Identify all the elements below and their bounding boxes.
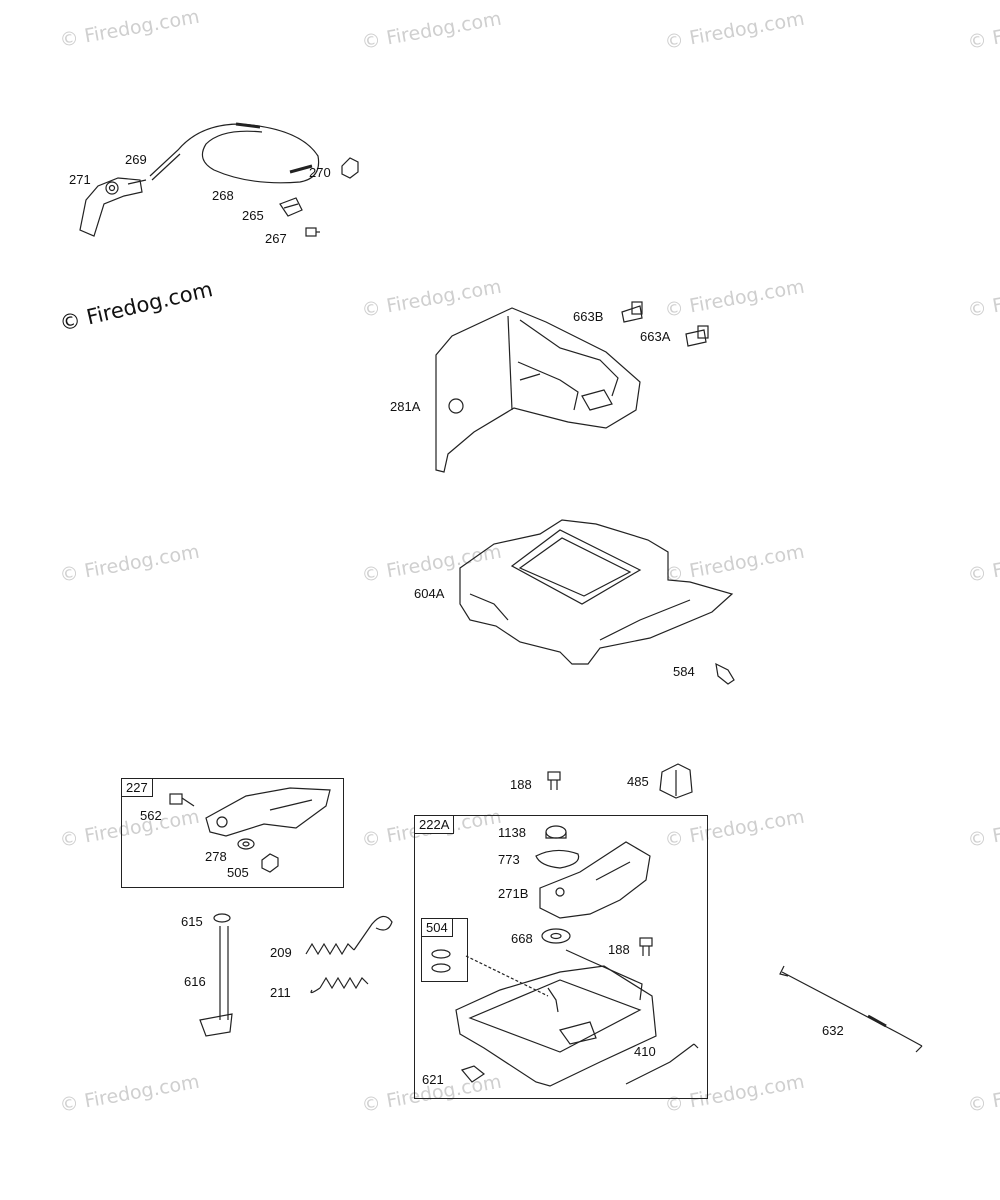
part-188-bolt-top [547,771,561,790]
part-773-washer [535,849,580,869]
label-410: 410 [634,1044,656,1059]
part-663B-bolt [621,301,643,323]
part-188-bolt-lower [639,937,653,956]
part-410-link [625,1043,699,1085]
label-485: 485 [627,774,649,789]
label-268: 268 [212,188,234,203]
label-281A: 281A [390,399,421,414]
part-584-screw [715,662,735,685]
label-663B: 663B [573,309,604,324]
label-271: 271 [69,172,91,187]
label-209: 209 [270,945,292,960]
part-504-washers [431,949,451,973]
label-278: 278 [205,849,227,864]
label-188-lower: 188 [608,942,630,957]
group-box-222A [414,815,708,1099]
label-615: 615 [181,914,203,929]
part-271-lever [79,177,147,237]
label-562: 562 [140,808,162,823]
part-562-bolt [169,793,195,807]
part-485-block [659,763,693,799]
group-tag-222A: 222A [414,815,455,834]
label-773: 773 [498,852,520,867]
part-267-screw [305,227,320,237]
label-267: 267 [265,231,287,246]
part-621-clip [460,1065,486,1083]
group-tag-504: 504 [421,918,453,937]
leader-dashed [465,955,549,997]
label-271B: 271B [498,886,529,901]
label-265: 265 [242,208,264,223]
group-box-227 [121,778,344,888]
part-281A-housing [435,307,641,473]
part-1138-nut [545,825,567,839]
part-615-clip [213,913,231,923]
part-271B-plate [539,841,651,919]
part-668-washer [541,928,571,944]
label-211: 211 [270,985,291,1000]
part-632-rod [779,965,923,1053]
part-505-nut [261,853,279,873]
part-209-spring [305,915,393,956]
label-632: 632 [822,1023,844,1038]
label-668: 668 [511,931,533,946]
part-227-lever [205,787,331,837]
part-270-nut [341,157,359,179]
group-tag-227: 227 [121,778,153,797]
part-211-spring [310,976,369,994]
part-222A-bracket [455,949,657,1087]
label-505: 505 [227,865,249,880]
part-663A-bolt [685,325,709,347]
label-1138: 1138 [498,825,526,840]
label-616: 616 [184,974,206,989]
label-188-top: 188 [510,777,532,792]
part-278-washer [237,838,255,850]
label-604A: 604A [414,586,445,601]
part-265-clip [279,197,303,217]
label-621: 621 [422,1072,444,1087]
label-663A: 663A [640,329,671,344]
part-604A-shroud [459,519,734,665]
part-616-shaft [199,926,233,1037]
label-269: 269 [125,152,147,167]
part-268-cable [149,122,320,184]
label-584: 584 [673,664,695,679]
label-270: 270 [309,165,331,180]
